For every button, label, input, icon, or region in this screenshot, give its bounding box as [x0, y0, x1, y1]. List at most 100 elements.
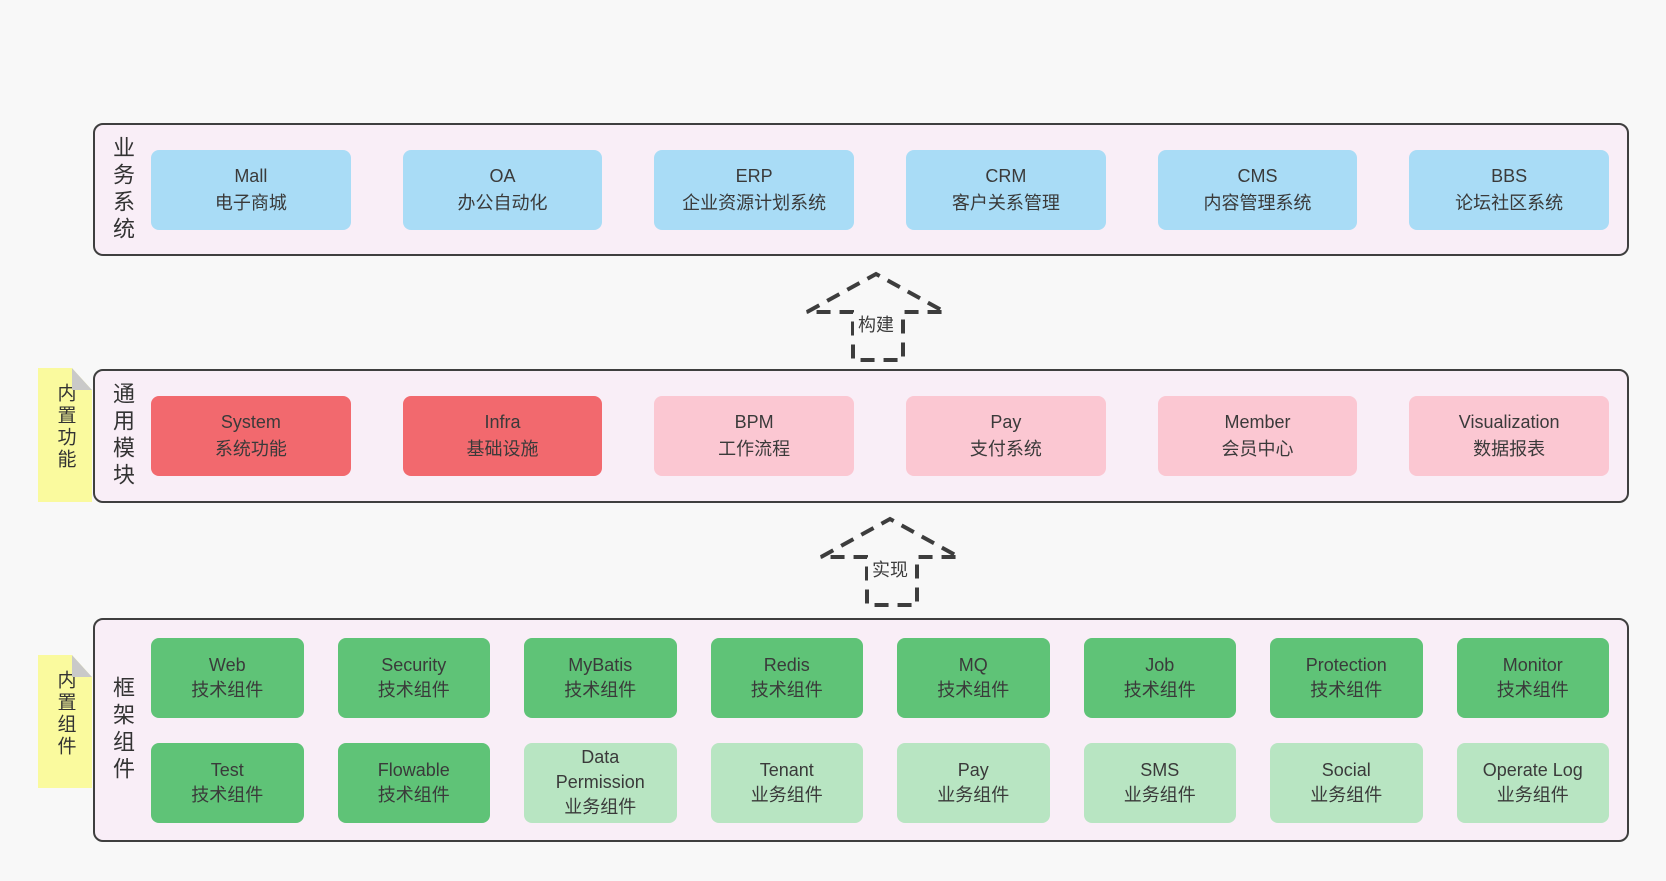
box-security: Security 技术组件: [337, 637, 490, 718]
box-title: SMS: [1140, 759, 1180, 780]
dashed-up-arrow-implement: 实现: [814, 513, 966, 609]
box-mybatis: MyBatis 技术组件: [524, 637, 677, 718]
box-member: Member 会员中心: [1157, 396, 1358, 476]
box-test: Test 技术组件: [151, 742, 304, 823]
band-vertical-label: 业务系统: [95, 125, 149, 254]
box-system: System 系统功能: [151, 396, 351, 476]
band-framework-components: 框架组件 Web 技术组件 Security 技术组件 MyBatis 技术组件 Re…: [93, 618, 1629, 842]
folded-corner-icon: [72, 655, 92, 677]
box-subtitle: 业务组件: [1310, 784, 1383, 805]
box-subtitle: 业务组件: [937, 784, 1010, 805]
box-title: Member: [1224, 412, 1291, 432]
box-subtitle: 技术组件: [377, 679, 450, 700]
box-job: Job 技术组件: [1083, 637, 1236, 718]
box-title: Visualization: [1458, 412, 1560, 432]
box-sms: SMS 业务组件: [1083, 742, 1236, 823]
box-subtitle: 技术组件: [1123, 679, 1196, 700]
box-subtitle: 支付系统: [969, 439, 1042, 459]
box-protection: Protection 技术组件: [1270, 637, 1423, 718]
box-title: System: [220, 412, 281, 432]
box-subtitle: 业务组件: [564, 797, 637, 817]
box-subtitle: 技术组件: [377, 784, 450, 805]
sticky-note-built-in-features: 内置功能: [38, 368, 92, 502]
box-title: Web: [208, 654, 246, 675]
box-title: BPM: [734, 412, 774, 432]
box-subtitle: 技术组件: [1310, 679, 1383, 700]
dashed-up-arrow-build: 构建: [800, 268, 952, 364]
band-vertical-label: 通用模块: [95, 371, 149, 501]
box-mall: Mall 电子商城: [151, 149, 351, 230]
sticky-label: 内置功能: [54, 383, 76, 471]
box-subtitle: 客户关系管理: [951, 192, 1060, 213]
box-subtitle: 业务组件: [1123, 784, 1196, 805]
box-title: Social: [1321, 759, 1371, 780]
box-title: Security: [381, 654, 447, 675]
box-web: Web 技术组件: [151, 637, 304, 718]
box-monitor: Monitor 技术组件: [1456, 637, 1609, 718]
box-subtitle: 企业资源计划系统: [682, 192, 827, 213]
box-subtitle: 数据报表: [1473, 439, 1546, 459]
box-title: Flowable: [377, 759, 450, 780]
box-subtitle: 技术组件: [1496, 679, 1569, 700]
box-title: Pay: [990, 412, 1022, 432]
box-title: Job: [1145, 654, 1175, 675]
box-oa: OA 办公自动化: [402, 149, 603, 230]
box-subtitle: 论坛社区系统: [1455, 192, 1564, 213]
box-title: OA: [489, 165, 516, 186]
box-title: Test: [210, 759, 244, 780]
band-label-text: 业务系统: [110, 135, 135, 244]
box-subtitle: 系统功能: [214, 439, 287, 459]
box-infra: Infra 基础设施: [402, 396, 603, 476]
box-subtitle: 技术组件: [750, 679, 823, 700]
box-subtitle: 技术组件: [191, 679, 264, 700]
box-title: CRM: [985, 165, 1027, 186]
box-title: BBS: [1491, 165, 1528, 186]
box-visualization: Visualization 数据报表: [1409, 396, 1609, 476]
box-subtitle: 技术组件: [937, 679, 1010, 700]
box-flowable: Flowable 技术组件: [337, 742, 490, 823]
box-title: Protection: [1305, 654, 1387, 675]
box-title: MyBatis: [568, 654, 633, 675]
sticky-label: 内置组件: [54, 670, 76, 758]
box-tenant: Tenant 业务组件: [710, 742, 863, 823]
box-social: Social 业务组件: [1270, 742, 1423, 823]
box-subtitle: 会员中心: [1221, 439, 1294, 459]
box-pay-system: Pay 支付系统: [906, 396, 1106, 476]
band-vertical-label: 框架组件: [95, 620, 149, 840]
box-title: Infra: [484, 412, 521, 432]
box-subtitle: 电子商城: [214, 192, 287, 213]
band-label-text: 框架组件: [110, 676, 135, 784]
sticky-note-built-in-components: 内置组件: [38, 655, 92, 788]
box-title: Monitor: [1502, 654, 1563, 675]
box-title: Redis: [763, 654, 810, 675]
arrow-label: 构建: [854, 310, 898, 338]
box-crm: CRM 客户关系管理: [906, 149, 1106, 230]
box-title: Operate Log: [1482, 759, 1583, 780]
box-subtitle: 技术组件: [564, 679, 637, 700]
band-label-text: 通用模块: [110, 382, 135, 490]
box-subtitle: 业务组件: [750, 784, 823, 805]
box-subtitle: 内容管理系统: [1203, 192, 1312, 213]
box-subtitle: 基础设施: [466, 439, 539, 459]
folded-corner-icon: [72, 368, 92, 390]
box-title: MQ: [958, 654, 988, 675]
box-cms: CMS 内容管理系统: [1157, 149, 1358, 230]
box-title: CMS: [1237, 165, 1278, 186]
box-subtitle: 技术组件: [191, 784, 264, 805]
box-subtitle: 办公自动化: [457, 192, 548, 213]
arrow-label: 实现: [868, 555, 912, 583]
box-title: Mall: [234, 165, 268, 186]
box-bbs: BBS 论坛社区系统: [1409, 149, 1609, 230]
box-title: Tenant: [759, 759, 814, 780]
box-mq: MQ 技术组件: [897, 637, 1050, 718]
